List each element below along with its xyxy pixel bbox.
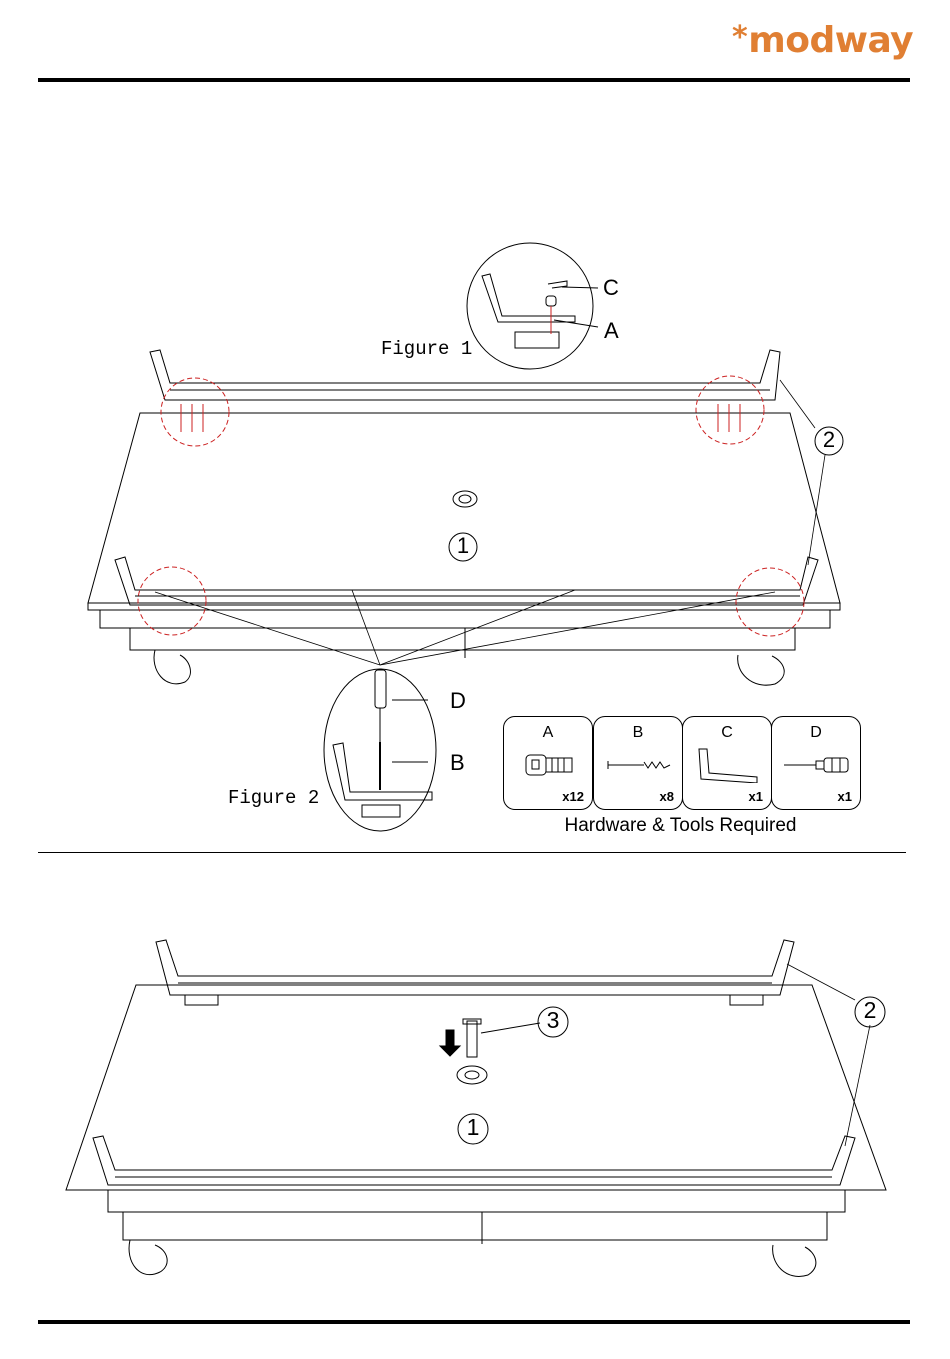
hardware-qty: x8 xyxy=(660,789,674,804)
screw-icon xyxy=(604,747,672,783)
hardware-letter: A xyxy=(504,724,592,742)
figure1-label: Figure 1 xyxy=(381,338,472,360)
callout-d: D xyxy=(450,688,466,714)
step2-knob xyxy=(440,1019,540,1084)
step2-back-frame xyxy=(156,940,794,1005)
step1-center-knob xyxy=(453,491,477,507)
part3-number-step2: 3 xyxy=(538,1007,568,1034)
hardware-qty: x1 xyxy=(838,789,852,804)
part1-number-step1: 1 xyxy=(449,533,477,559)
bolt-icon xyxy=(514,747,582,783)
hardware-qty: x1 xyxy=(749,789,763,804)
callout-c: C xyxy=(603,275,619,301)
bolt-markers xyxy=(181,404,740,432)
part2-number-step1: 2 xyxy=(815,427,843,453)
step1-front-frame xyxy=(115,557,818,605)
hardware-letter: C xyxy=(683,724,771,742)
hardware-item-b: B x8 xyxy=(593,716,683,810)
hardware-item-c: C x1 xyxy=(682,716,772,810)
part2-number-step2: 2 xyxy=(855,997,885,1024)
leader-lines xyxy=(155,380,825,665)
figure1-detail xyxy=(467,243,598,369)
hardware-qty: x12 xyxy=(562,789,584,804)
hardware-letter: D xyxy=(772,724,860,742)
step2-front-frame xyxy=(93,1136,855,1185)
part1-number-step2: 1 xyxy=(458,1114,488,1141)
hardware-item-a: A x12 xyxy=(503,716,593,810)
figure2-label: Figure 2 xyxy=(228,787,319,809)
callout-b: B xyxy=(450,750,465,776)
allen-key-icon xyxy=(693,747,761,783)
leader-lines-step2 xyxy=(787,964,870,1146)
hardware-letter: B xyxy=(594,724,682,742)
screwdriver-icon xyxy=(782,747,850,783)
hardware-title: Hardware & Tools Required xyxy=(503,815,858,837)
callout-a: A xyxy=(604,318,619,344)
hardware-item-d: D x1 xyxy=(771,716,861,810)
figure2-detail xyxy=(324,669,436,831)
